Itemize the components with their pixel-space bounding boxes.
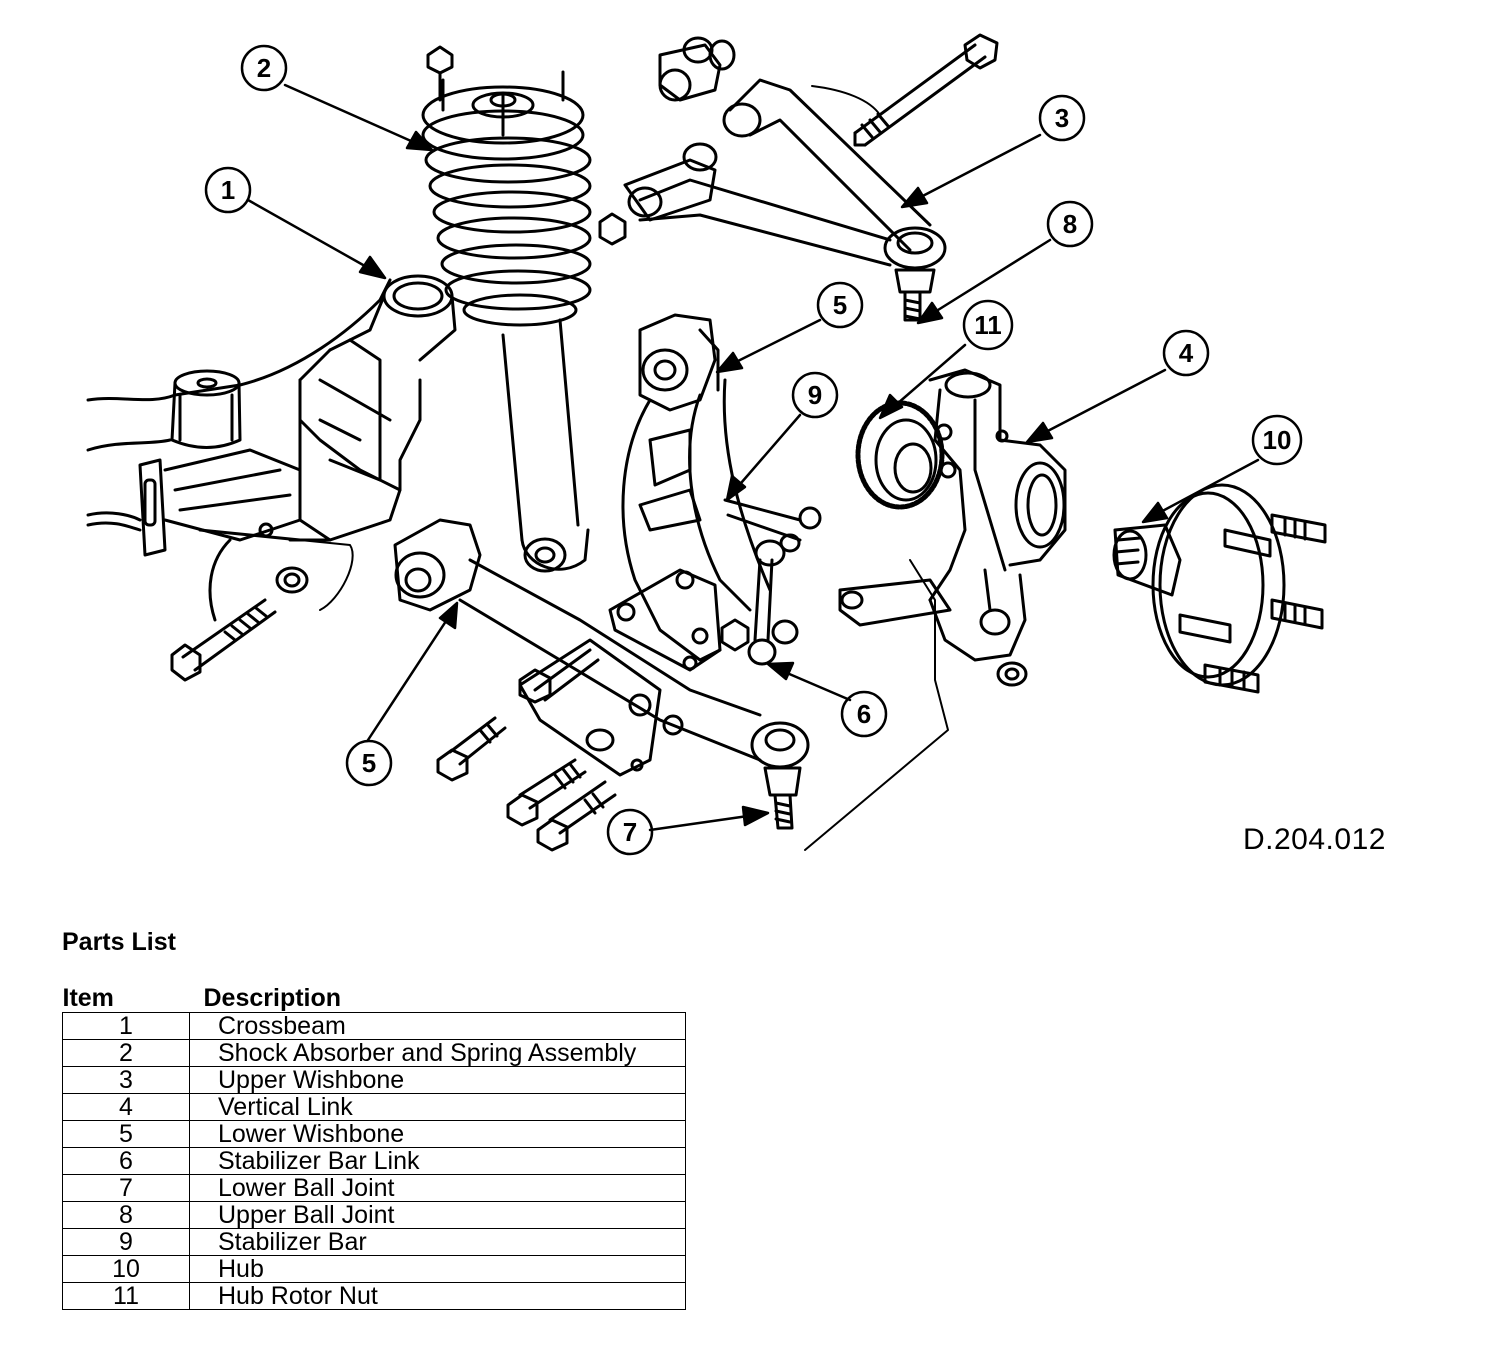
item-number: 5: [62, 1120, 190, 1148]
item-number: 9: [62, 1228, 190, 1256]
item-number: 11: [62, 1282, 190, 1310]
item-description: Hub: [189, 1255, 686, 1283]
item-description: Lower Ball Joint: [189, 1174, 686, 1202]
table-row: 5 Lower Wishbone: [62, 1120, 686, 1148]
svg-text:10: 10: [1263, 425, 1292, 455]
parts-list-header-row: Item Description: [63, 984, 686, 1013]
svg-text:1: 1: [221, 175, 235, 205]
lower-wishbone-bolts: [436, 716, 617, 852]
table-row: 3 Upper Wishbone: [62, 1066, 686, 1094]
table-row: 4 Vertical Link: [62, 1093, 686, 1121]
callout-4: 4: [1162, 329, 1210, 377]
item-description: Vertical Link: [189, 1093, 686, 1121]
callout-11: 11: [962, 299, 1014, 351]
item-description: Stabilizer Bar: [189, 1228, 686, 1256]
callout-1: 1: [204, 166, 252, 214]
callout-10: 10: [1251, 414, 1303, 466]
table-row: 8 Upper Ball Joint: [62, 1201, 686, 1229]
lower-ball-joint-part: [763, 766, 802, 830]
item-description: Stabilizer Bar Link: [189, 1147, 686, 1175]
svg-text:9: 9: [808, 380, 822, 410]
drawing-code: D.204.012: [1243, 823, 1386, 856]
callout-5-lower: 5: [345, 739, 393, 787]
table-row: 11 Hub Rotor Nut: [62, 1282, 686, 1310]
svg-text:6: 6: [857, 699, 871, 729]
parts-list-title: Parts List: [62, 928, 176, 956]
item-number: 1: [62, 1012, 190, 1040]
suspension-exploded-diagram: 1 2 3 4 5 5 6 7 8 9 10 11: [86, 33, 1327, 856]
parts-list-table: Item Description 1 Crossbeam 2 Shock Abs…: [62, 984, 686, 1310]
item-number: 3: [62, 1066, 190, 1094]
svg-text:2: 2: [257, 53, 271, 83]
upper-ball-joint-part: [894, 268, 936, 322]
svg-text:7: 7: [623, 817, 637, 847]
callout-3: 3: [1038, 94, 1086, 142]
item-description: Lower Wishbone: [189, 1120, 686, 1148]
vertical-link-part: [804, 368, 1067, 851]
table-row: 1 Crossbeam: [62, 1012, 686, 1040]
callout-8: 8: [1046, 200, 1094, 248]
item-description: Upper Ball Joint: [189, 1201, 686, 1229]
callout-7: 7: [606, 808, 654, 856]
callout-5-upper: 5: [816, 281, 864, 329]
hub-part: [1112, 483, 1327, 694]
svg-text:8: 8: [1063, 209, 1077, 239]
shock-spring-part: [421, 45, 592, 573]
upper-wishbone-part: [598, 33, 999, 270]
svg-text:4: 4: [1179, 338, 1194, 368]
svg-text:11: 11: [974, 310, 1002, 340]
svg-text:5: 5: [833, 290, 847, 320]
callout-leaders: [246, 83, 1260, 832]
callout-9: 9: [791, 371, 839, 419]
table-row: 6 Stabilizer Bar Link: [62, 1147, 686, 1175]
item-description: Crossbeam: [189, 1012, 686, 1040]
item-number: 8: [62, 1201, 190, 1229]
item-number: 6: [62, 1147, 190, 1175]
item-description: Shock Absorber and Spring Assembly: [189, 1039, 686, 1067]
hub-rotor-nut-part: [855, 400, 945, 510]
item-column-header: Item: [62, 984, 114, 1012]
item-number: 10: [62, 1255, 190, 1283]
stabilizer-link-part: [720, 558, 799, 666]
crossbeam-bolt-part: [170, 566, 309, 682]
item-number: 2: [62, 1039, 190, 1067]
lower-wishbone-rear-part: [608, 313, 772, 672]
description-column-header: Description: [203, 984, 342, 1012]
item-number: 4: [62, 1093, 190, 1121]
svg-text:3: 3: [1055, 103, 1069, 133]
callout-6: 6: [840, 690, 888, 738]
lower-wishbone-front-part: [393, 518, 810, 777]
item-description: Upper Wishbone: [189, 1066, 686, 1094]
crossbeam-part: [86, 274, 457, 622]
callout-2: 2: [240, 44, 288, 92]
table-row: 10 Hub: [62, 1255, 686, 1283]
table-row: 7 Lower Ball Joint: [62, 1174, 686, 1202]
stabilizer-bar-part: [723, 498, 822, 567]
table-row: 9 Stabilizer Bar: [62, 1228, 686, 1256]
item-description: Hub Rotor Nut: [189, 1282, 686, 1310]
svg-text:5: 5: [362, 748, 376, 778]
table-row: 2 Shock Absorber and Spring Assembly: [62, 1039, 686, 1067]
item-number: 7: [62, 1174, 190, 1202]
